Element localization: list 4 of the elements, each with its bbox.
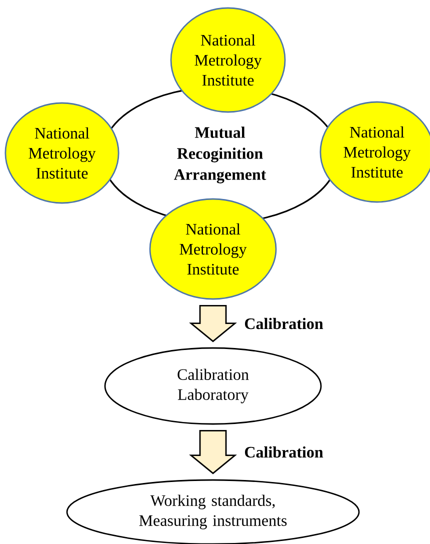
block-arrow [189,430,237,474]
edge-label: Calibration [244,446,324,458]
block-arrow [189,305,237,342]
edge-label: Calibration [244,318,324,330]
